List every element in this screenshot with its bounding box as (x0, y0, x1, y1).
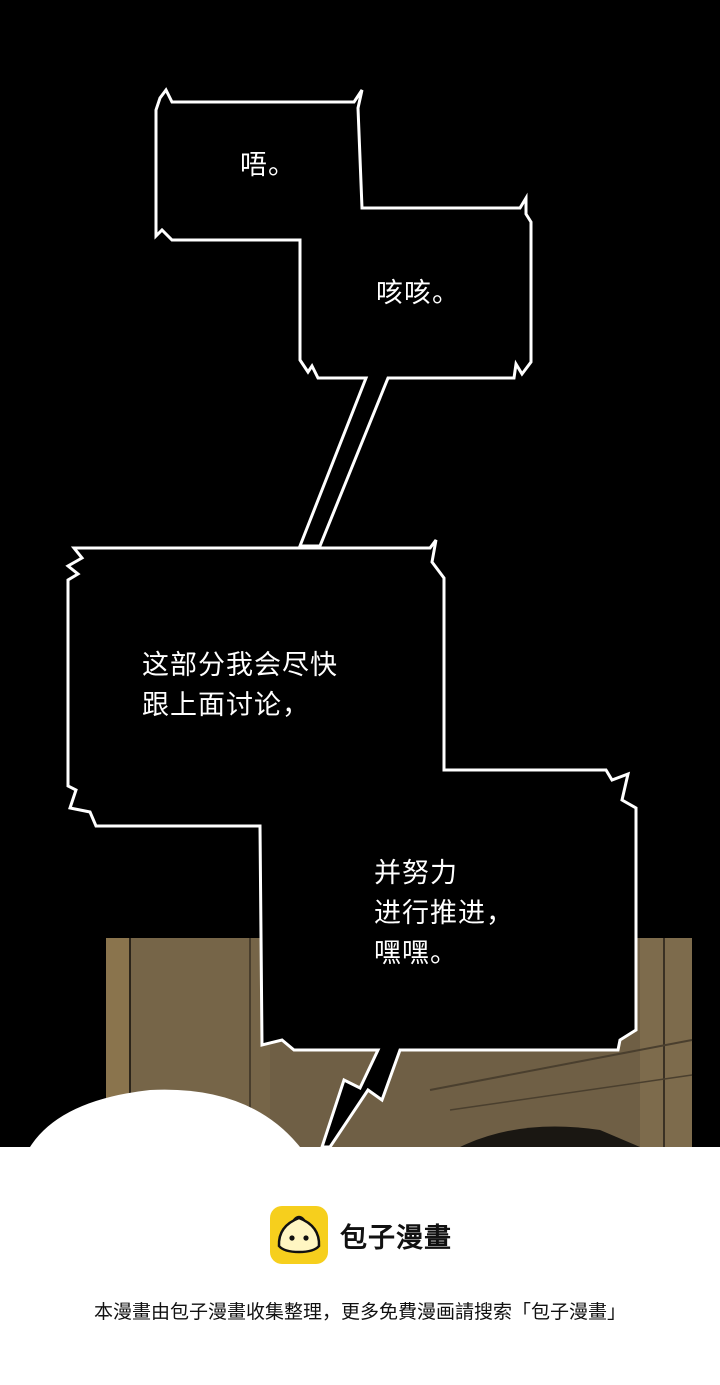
bubble-text-2: 咳咳。 (376, 278, 460, 309)
comic-artwork (30, 87, 693, 1147)
round-bubble (30, 1089, 300, 1147)
bubble-text-4: 并努力 进行推进， 嘿嘿。 (374, 858, 514, 969)
bubble-text-1: 唔。 (240, 150, 296, 181)
comic-panel: 唔。 咳咳。 这部分我会尽快 跟上面讨论， 并努力 进行推进， 嘿嘿。 (30, 87, 693, 1147)
bubble-text-3: 这部分我会尽快 跟上面讨论， (142, 650, 338, 721)
bubble-bottom-outline (65, 539, 638, 1147)
bun-logo-icon (270, 1206, 328, 1264)
footer: 包子漫畫 本漫畫由包子漫畫收集整理，更多免費漫画請搜索「包子漫畫」 (0, 1147, 720, 1385)
footer-note: 本漫畫由包子漫畫收集整理，更多免費漫画請搜索「包子漫畫」 (93, 1301, 626, 1323)
brand[interactable]: 包子漫畫 (270, 1205, 452, 1265)
brand-name: 包子漫畫 (340, 1222, 452, 1254)
bubble-top-outline (154, 87, 533, 548)
